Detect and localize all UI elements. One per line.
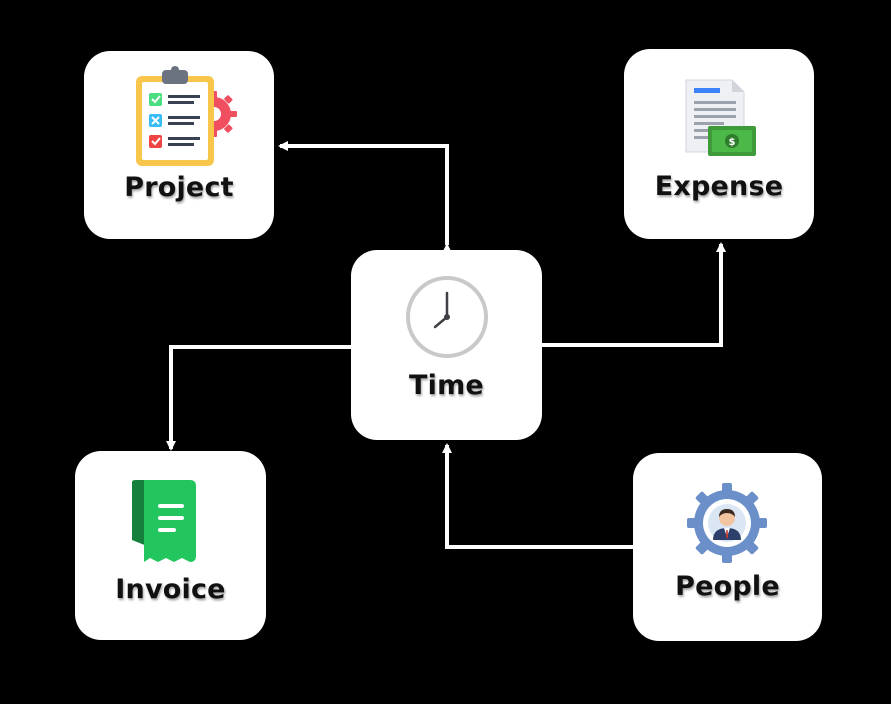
people-node[interactable]: People (633, 453, 822, 641)
connector-time-invoice (166, 345, 351, 451)
svg-text:$: $ (729, 137, 736, 148)
people-gear-icon (687, 483, 767, 563)
time-label: Time (409, 370, 484, 401)
invoice-document-icon (132, 480, 196, 562)
invoice-node[interactable]: Invoice (75, 451, 266, 640)
people-label: People (675, 571, 780, 602)
clock-icon (406, 276, 488, 358)
project-node[interactable]: Project (84, 51, 274, 239)
expense-receipt-icon: $ (685, 79, 756, 156)
time-node[interactable]: Time (351, 250, 542, 440)
expense-label: Expense (654, 171, 784, 202)
invoice-label: Invoice (115, 574, 226, 605)
connector-time-project (278, 141, 452, 253)
connector-people-time (442, 443, 633, 549)
project-checklist-icon (136, 66, 237, 166)
project-label: Project (124, 172, 234, 203)
expense-node[interactable]: $ Expense (624, 49, 814, 239)
connector-time-expense (542, 242, 726, 347)
